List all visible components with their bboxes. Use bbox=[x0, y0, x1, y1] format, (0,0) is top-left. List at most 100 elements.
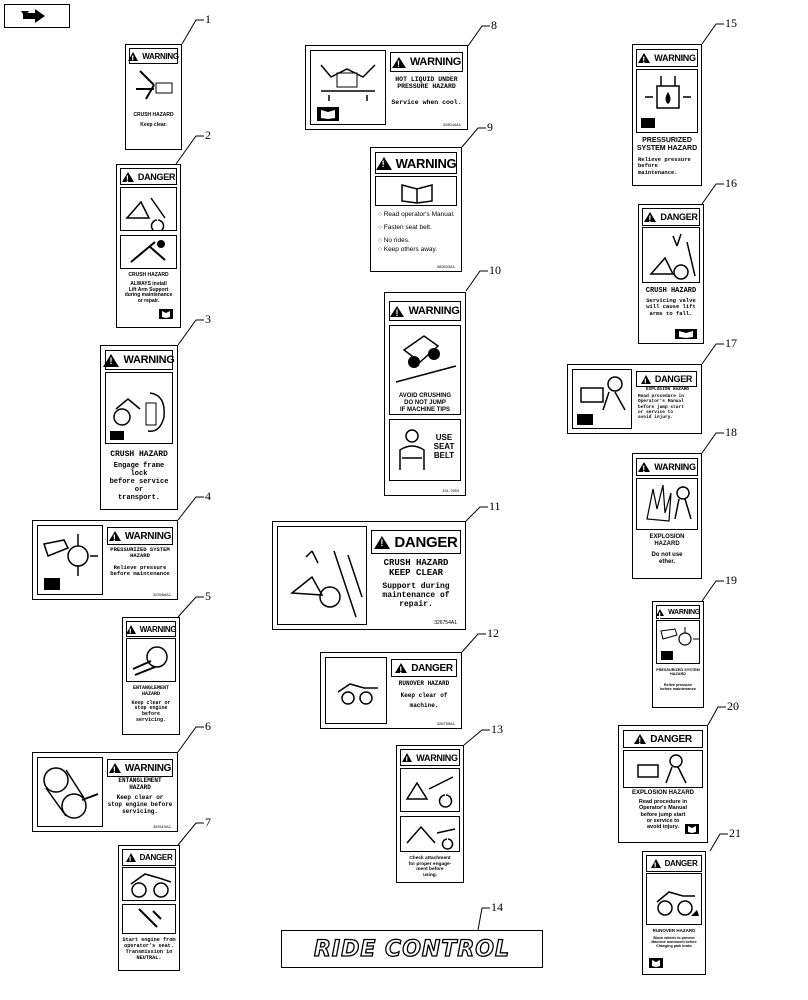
pictogram-box bbox=[37, 757, 103, 827]
decal-text: before jump start bbox=[640, 811, 686, 818]
decal-13[interactable]: WARNING Check attachment for proper enga… bbox=[396, 745, 464, 883]
decal-text: NEUTRAL. bbox=[136, 954, 162, 961]
nav-arrow-button[interactable] bbox=[4, 4, 70, 28]
frame-lock-icon bbox=[110, 392, 165, 440]
decal-2[interactable]: DANGER CRUSH HAZARD ALWAYS install Lift … bbox=[116, 164, 181, 328]
callout-number: 12 bbox=[487, 626, 499, 640]
decal-4[interactable]: WARNING PRESSURIZED SYSTEM HAZARD Reliev… bbox=[32, 520, 178, 600]
decal-text: Read procedure in bbox=[638, 798, 688, 805]
decal-20[interactable]: DANGER EXPLOSION HAZARD Read procedure i… bbox=[618, 725, 708, 843]
decal-text: Machine movement before bbox=[651, 940, 697, 945]
decal-text: Relieve pressure bbox=[638, 156, 691, 163]
decal-text: or repair. bbox=[137, 298, 160, 304]
decal-18[interactable]: WARNING EXPLOSION HAZARD Do not use ethe… bbox=[632, 453, 702, 579]
signal-word: WARNING bbox=[654, 462, 696, 472]
decal-text: Service when cool. bbox=[391, 98, 462, 106]
warning-triangle-icon bbox=[125, 624, 136, 637]
decal-text: for proper engage- bbox=[408, 861, 452, 867]
lift-arm-fall-icon bbox=[649, 233, 696, 280]
decal-text: Operator's Manual bbox=[638, 399, 684, 405]
decal-text: HAZARD bbox=[129, 783, 151, 791]
decal-6[interactable]: WARNING ENTANGLEMENT HAZARD Keep clear o… bbox=[32, 752, 178, 832]
decal-9[interactable]: WARNING ○ Read operator's Manual. ○ Fast… bbox=[370, 147, 462, 272]
crush-hazard-icon bbox=[136, 70, 173, 100]
tip-over-icon bbox=[395, 335, 457, 383]
attachment-lock-icon bbox=[406, 825, 456, 850]
warning-triangle-icon bbox=[656, 608, 665, 621]
pictogram-box bbox=[400, 768, 460, 812]
decal-text: HAZARD bbox=[654, 540, 680, 547]
callout-number: 2 bbox=[205, 128, 211, 142]
callout-number: 13 bbox=[491, 722, 503, 736]
wheel-block-icon bbox=[656, 891, 699, 916]
part-number: 331-7653 bbox=[442, 488, 459, 493]
warning-triangle-icon bbox=[390, 305, 405, 318]
decal-text: EXPLOSION HAZARD bbox=[631, 790, 694, 796]
pressure-release-icon bbox=[641, 76, 691, 128]
decal-text: CRUSH HAZARD bbox=[133, 112, 174, 118]
decal-text: Servicing valve bbox=[646, 297, 696, 305]
warning-triangle-icon bbox=[644, 212, 657, 224]
decal-5[interactable]: WARNING ENTANGLEMENT HAZARD Keep clear o… bbox=[122, 617, 180, 735]
decal-16[interactable]: DANGER CRUSH HAZARD Servicing valve will… bbox=[638, 204, 704, 344]
decal-3[interactable]: WARNING CRUSH HAZARD Engage frame lock b… bbox=[100, 345, 178, 510]
decal-10[interactable]: WARNING AVOID CRUSHING DO NOT JUMP IF MA… bbox=[384, 292, 466, 496]
operators-manual-icon bbox=[401, 184, 433, 204]
signal-word: WARNING bbox=[668, 608, 700, 616]
pictogram-box bbox=[636, 69, 698, 133]
decal-text: BELT bbox=[433, 450, 455, 460]
explosion-battery-icon bbox=[637, 754, 687, 784]
pictogram-box bbox=[277, 526, 367, 625]
part-number: 326754A1 bbox=[434, 620, 457, 626]
signal-word: WARNING bbox=[124, 530, 172, 542]
pictogram-box bbox=[636, 478, 698, 530]
decal-text: Relive pressure bbox=[663, 682, 693, 687]
decal-text: SYSTEM HAZARD bbox=[636, 145, 698, 153]
decal-15[interactable]: WARNING PRESSURIZED SYSTEM HAZARD Reliev… bbox=[632, 44, 702, 186]
callout-number: 16 bbox=[725, 176, 737, 190]
pictogram-box bbox=[389, 325, 461, 415]
ride-control-label: RIDE CONTROL bbox=[313, 936, 510, 962]
decal-7[interactable]: DANGER Start engine from operator's seat… bbox=[118, 845, 180, 971]
decal-text: HAZARD bbox=[141, 690, 160, 697]
decal-19[interactable]: WARNING PRESSURIZED SYSTEM HAZARD Relive… bbox=[652, 601, 704, 708]
decal-text: DO NOT JUMP bbox=[404, 399, 446, 406]
decal-8[interactable]: WARNING HOT LIQUID UNDER PRESSURE HAZARD… bbox=[305, 45, 468, 130]
decal-text: AVOID CRUSHING bbox=[398, 393, 452, 399]
bullet-icon: ○ bbox=[378, 223, 384, 231]
decal-text: transport. bbox=[117, 494, 160, 503]
signal-word: DANGER bbox=[664, 859, 698, 868]
signal-word: WARNING bbox=[654, 53, 696, 63]
decal-1[interactable]: WARNING CRUSH HAZARD Keep clear. bbox=[125, 44, 182, 150]
pictogram-box bbox=[325, 657, 387, 724]
seat-belt-icon bbox=[399, 429, 425, 470]
decal-14-ride-control[interactable]: RIDE CONTROL bbox=[281, 930, 543, 968]
manual-icon bbox=[649, 958, 663, 968]
decal-text: ○ Read operator's Manual. bbox=[378, 211, 455, 218]
decal-text: before service or bbox=[109, 478, 169, 495]
decal-text: HAZARD bbox=[669, 672, 687, 677]
decal-11[interactable]: DANGER CRUSH HAZARD KEEP CLEAR Support d… bbox=[272, 521, 466, 630]
decal-text: Relieve pressure bbox=[113, 563, 167, 571]
decal-text: PRESSURIZED bbox=[642, 137, 692, 144]
decal-text: Keep clear or bbox=[131, 699, 171, 706]
part-number: 359119A1 bbox=[153, 824, 171, 829]
signal-word: WARNING bbox=[139, 624, 177, 634]
manual-icon bbox=[685, 824, 699, 834]
decal-text: avoid injury. bbox=[647, 824, 679, 831]
pressurized-system-icon bbox=[660, 627, 699, 660]
decal-text: machine. bbox=[409, 701, 439, 709]
decal-text: operator's seat. bbox=[124, 942, 174, 949]
callout-number: 7 bbox=[205, 815, 211, 829]
decal-17[interactable]: DANGER EXPLOSION HAZARD Read procedure i… bbox=[567, 364, 702, 434]
signal-word: DANGER bbox=[139, 853, 173, 862]
part-number: 326755A1 bbox=[436, 721, 455, 726]
signal-word: DANGER bbox=[394, 533, 458, 551]
decal-12[interactable]: DANGER RUNOVER HAZARD Keep clear of mach… bbox=[320, 652, 462, 729]
decal-text: Engage frame lock bbox=[113, 462, 165, 479]
decal-text: ALWAYS install bbox=[130, 280, 167, 287]
callout-number: 3 bbox=[205, 312, 211, 326]
callout-number: 21 bbox=[729, 826, 741, 840]
decal-21[interactable]: DANGER RUNOVER HAZARD Block wheels to pr… bbox=[642, 851, 706, 975]
